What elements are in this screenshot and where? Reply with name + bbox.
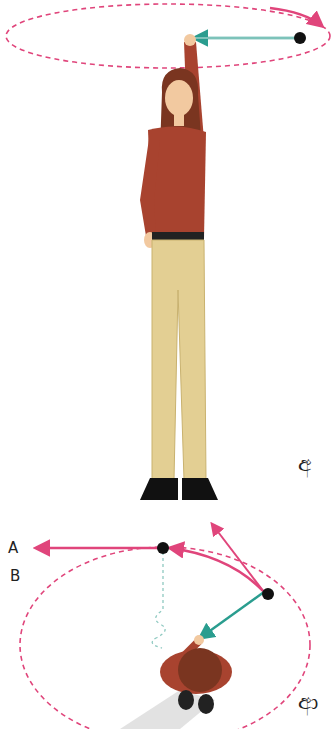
velocity-arrow <box>270 8 322 26</box>
motion-arrow <box>170 548 264 592</box>
tangent-arrow <box>36 547 158 550</box>
woman-standing <box>140 34 218 500</box>
force-arrow <box>200 592 264 638</box>
ball <box>262 588 274 600</box>
orbit-path <box>20 547 310 729</box>
orbit-path <box>6 4 330 68</box>
released-string <box>152 552 165 648</box>
string <box>188 38 296 39</box>
panel-label: ආ <box>298 690 318 714</box>
panel-label: අ <box>298 452 312 476</box>
vector-label: A <box>8 540 18 557</box>
ball <box>157 542 169 554</box>
vector-label: B <box>10 568 20 585</box>
velocity-arrow <box>212 524 264 592</box>
woman-top-view <box>120 635 232 729</box>
ball <box>294 32 306 44</box>
